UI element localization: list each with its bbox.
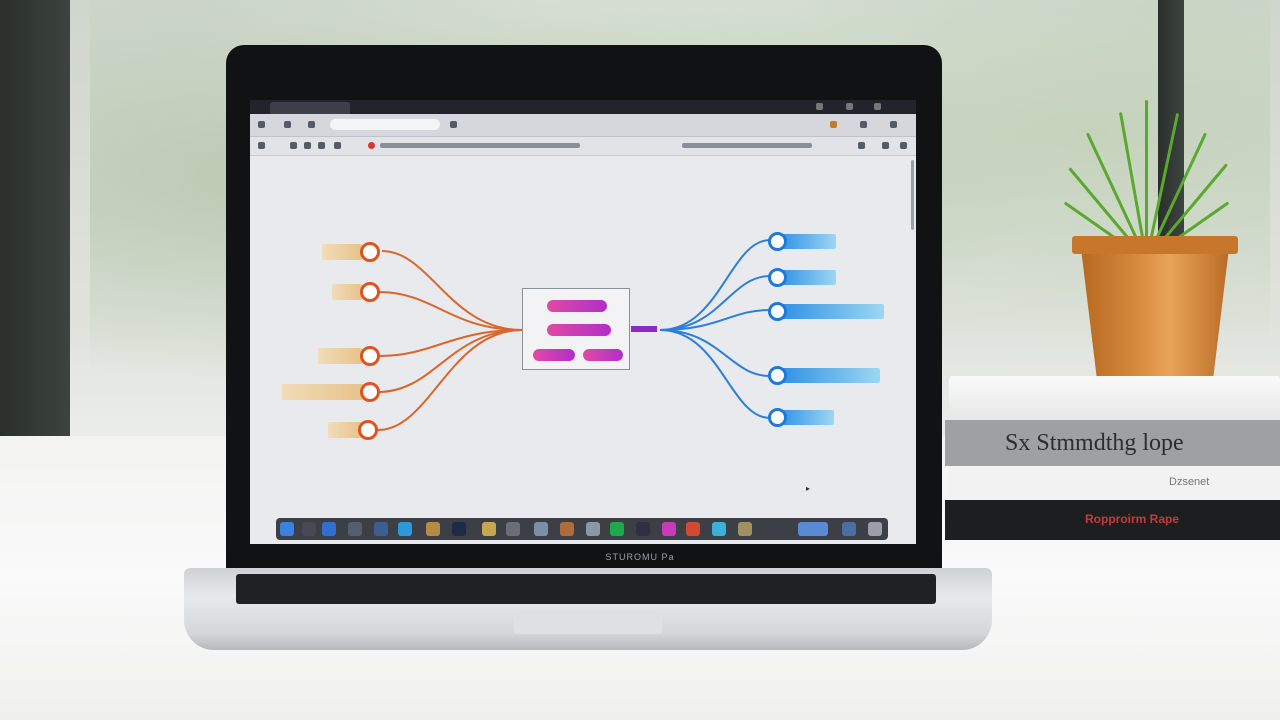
toolbar-icon[interactable] [258,142,265,149]
central-topic-label [547,324,611,336]
app-icon[interactable] [398,522,412,536]
reload-icon[interactable] [308,121,315,128]
book-spine-title: Ropproirm Rape [1085,512,1180,526]
minimize-icon[interactable] [816,103,823,110]
toolbar-icon[interactable] [318,142,325,149]
node-circle-icon [768,268,787,287]
app-icon[interactable] [712,522,726,536]
toolbar-icon[interactable] [304,142,311,149]
app-icon[interactable] [764,522,778,536]
laptop-brand-label: STUROMU Pa [605,552,675,562]
keyboard [236,574,936,604]
book-spine-title: Sx Stmmdthg lope [1005,430,1184,456]
mouse-cursor-icon: ▸ [806,484,811,493]
browser-titlebar [250,100,916,114]
central-connector [631,326,657,332]
central-topic-label [583,349,623,361]
right-branch-label [778,410,834,425]
dock [276,518,888,540]
right-branch-label [778,304,884,319]
laptop-screen: ▸ [250,100,916,544]
node-circle-icon [360,242,380,262]
right-branch-label [778,234,836,249]
node-circle-icon [768,302,787,321]
record-icon[interactable] [368,142,375,149]
book-top [949,376,1280,420]
app-icon[interactable] [506,522,520,536]
app-icon[interactable] [610,522,624,536]
left-branch-label [282,384,364,400]
plant-leaves [1010,90,1280,262]
forward-icon[interactable] [284,121,291,128]
node-circle-icon [360,346,380,366]
trash-icon[interactable] [868,522,882,536]
right-branch-label [778,368,880,383]
back-icon[interactable] [258,121,265,128]
app-toolbar [250,137,916,156]
right-branch-label [778,270,836,285]
vertical-scrollbar[interactable] [911,160,914,230]
toolbar-icon[interactable] [900,142,907,149]
app-icon[interactable] [452,522,466,536]
maximize-icon[interactable] [846,103,853,110]
app-icon[interactable] [374,522,388,536]
trackpad [514,612,662,634]
central-topic[interactable] [522,288,630,370]
address-bar[interactable] [330,119,440,130]
central-topic-label [533,349,575,361]
app-icon[interactable] [534,522,548,536]
laptop-base [184,568,992,650]
bookmark-icon[interactable] [450,121,457,128]
app-icon[interactable] [482,522,496,536]
browser-toolbar [250,114,916,137]
app-icon[interactable] [426,522,440,536]
toolbar-blurred-text [682,143,812,148]
node-circle-icon [360,382,380,402]
node-circle-icon [768,408,787,427]
book-stack: Sx Stmmdthg lope Dzsenet Ropproirm Rape [945,376,1280,540]
node-circle-icon [768,232,787,251]
node-circle-icon [768,366,787,385]
mindmap-canvas[interactable] [250,156,916,516]
toolbar-icon[interactable] [882,142,889,149]
book-grey: Sx Stmmdthg lope [945,420,1280,466]
app-icon[interactable] [560,522,574,536]
node-circle-icon [360,282,380,302]
close-icon[interactable] [874,103,881,110]
app-icon[interactable] [662,522,676,536]
left-branch-label [322,244,362,260]
mindmap-branches [377,239,771,431]
app-icon[interactable] [798,522,828,536]
book-black: Ropproirm Rape [945,500,1280,540]
app-icon[interactable] [322,522,336,536]
toolbar-icon[interactable] [334,142,341,149]
node-circle-icon [358,420,378,440]
app-icon[interactable] [686,522,700,536]
left-branch-label [318,348,362,364]
app-icon[interactable] [842,522,856,536]
app-icon[interactable] [302,522,316,536]
book-spine-title: Dzsenet [1169,476,1210,488]
extension-icon[interactable] [830,121,837,128]
app-icon[interactable] [738,522,752,536]
plant-pot-rim [1072,236,1238,254]
left-branch-label [328,422,362,438]
finder-icon[interactable] [280,522,294,536]
app-icon[interactable] [636,522,650,536]
book-white: Dzsenet [949,466,1280,500]
toolbar-icon[interactable] [290,142,297,149]
browser-tab[interactable] [270,102,350,114]
window-frame-left [0,0,70,440]
menu-icon[interactable] [890,121,897,128]
central-topic-label [547,300,607,312]
left-branch-label [332,284,362,300]
toolbar-icon[interactable] [858,142,865,149]
toolbar-blurred-text [380,143,580,148]
profile-icon[interactable] [860,121,867,128]
app-icon[interactable] [348,522,362,536]
app-icon[interactable] [586,522,600,536]
plant-pot [1080,240,1230,388]
